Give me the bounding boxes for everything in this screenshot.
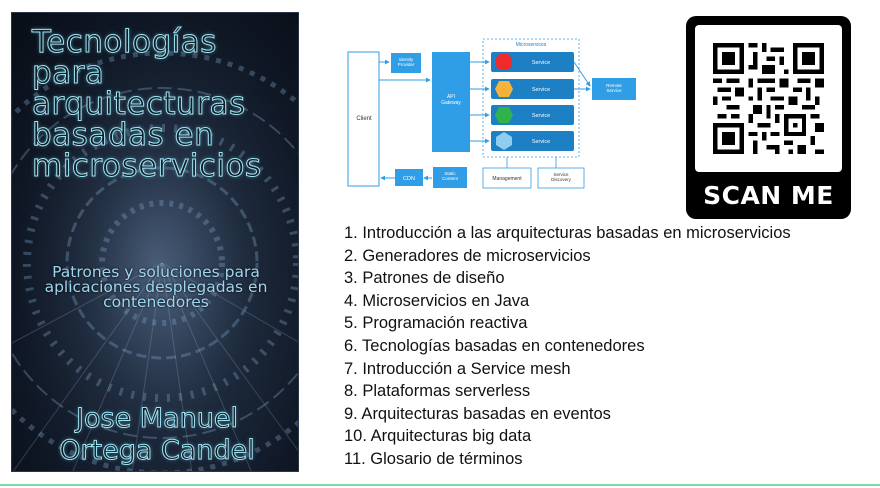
cover-title: Tecnologías para arquitecturas basadas e… (32, 24, 262, 184)
chapter-item: 8. Plataformas serverless (344, 382, 531, 401)
cdn-box (395, 169, 423, 186)
service-item: Service (491, 52, 574, 72)
remote-service-box (592, 78, 636, 100)
chapter-item: 7. Introducción a Service mesh (344, 359, 571, 378)
service-list: Service Service Service Service (491, 52, 574, 151)
chapter-item: 9. Arquitecturas basadas en eventos (344, 404, 611, 423)
chapter-item: 6. Tecnologías basadas en contenedores (344, 336, 645, 355)
qr-scan-label: SCAN ME (703, 181, 834, 210)
book-cover: Tecnologías para arquitecturas basadas e… (11, 12, 299, 472)
service-red-octagon-icon (496, 54, 512, 70)
qr-code-frame (695, 25, 842, 172)
client-box (347, 51, 380, 187)
chapter-item: 11. Glosario de términos (344, 449, 523, 468)
service-green-hexagon-icon (495, 107, 513, 123)
microservices-group (482, 38, 580, 158)
cdn-label: CDN (403, 176, 415, 182)
api-gateway-box (432, 52, 470, 152)
bottom-divider (0, 484, 880, 486)
chapter-item: 1. Introducción a las arquitecturas basa… (344, 224, 791, 242)
management-label: Management (492, 176, 522, 182)
service-discovery-box (537, 167, 585, 189)
chapter-item: 10. Arquitecturas big data (344, 427, 532, 446)
management-box (482, 167, 532, 189)
chapter-item: 5. Programación reactiva (344, 314, 528, 333)
svg-text:Service: Service (532, 113, 550, 119)
client-label: Client (356, 116, 372, 122)
chapter-item: 3. Patrones de diseño (344, 269, 505, 288)
qr-code-icon (713, 43, 824, 154)
service-item: Service (491, 79, 574, 99)
cover-author: Jose Manuel Ortega Candel (59, 403, 256, 467)
chapter-item: 2. Generadores de microservicios (344, 246, 591, 265)
chapter-item: 4. Microservicios en Java (344, 291, 530, 310)
svg-text:Service: Service (532, 60, 550, 66)
cover-subtitle: Patrones y soluciones para aplicaciones … (44, 263, 268, 311)
cover-background-art (12, 13, 298, 471)
chapter-list: 1. Introducción a las arquitecturas basa… (344, 222, 864, 471)
qr-code-block[interactable]: SCAN ME (686, 16, 851, 219)
service-orange-hexagon-icon (495, 81, 513, 97)
service-item: Service (491, 105, 574, 125)
static-content-box (433, 167, 467, 188)
service-item: Service (491, 131, 574, 151)
identity-provider-box (391, 53, 421, 73)
svg-text:Service: Service (532, 87, 550, 93)
svg-text:Service: Service (532, 139, 550, 145)
service-blue-hexagon-icon (496, 132, 512, 150)
microservices-label: Microservices (516, 42, 547, 48)
